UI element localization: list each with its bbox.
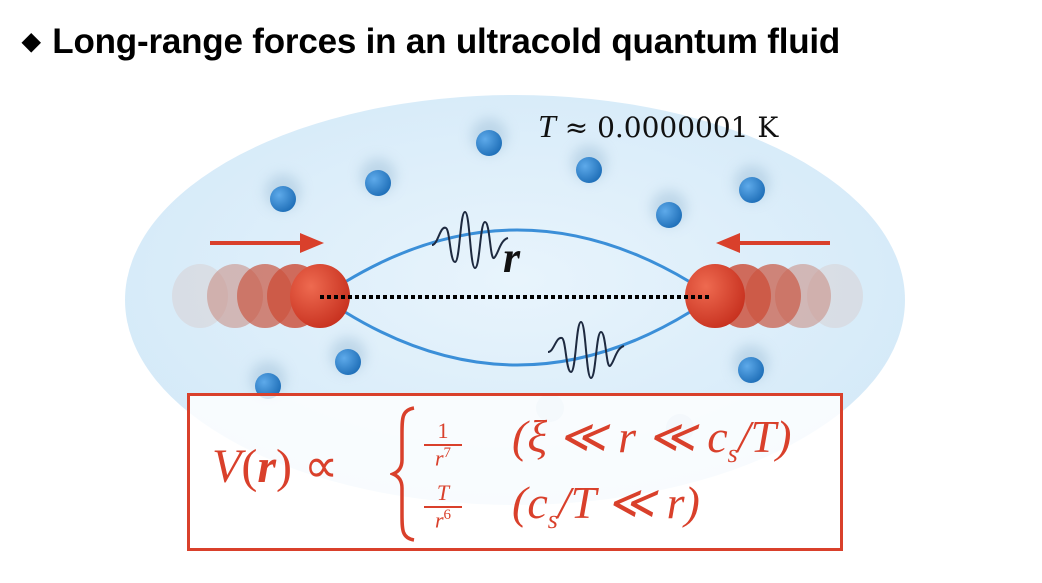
distance-label: r [503,233,521,282]
condition-text: (c [512,477,548,528]
temperature-label: T ≈ 0.0000001 K [538,108,778,145]
denominator: r [434,507,444,533]
arrow-left-icon [716,233,830,253]
exponent: 7 [443,445,452,461]
condition-text: (ξ ≪ r ≪ c [512,411,728,462]
diamond-bullet-icon: ◆ [22,28,41,55]
slide-title-text: Long-range forces in an ultracold quantu… [52,22,841,61]
func-arg: r [257,440,276,493]
func-symbol: V [212,440,242,493]
particle [656,202,682,228]
particle [270,186,296,212]
particle [476,130,502,156]
temperature-unit: K [757,111,779,144]
particle [365,170,391,196]
particle [576,157,602,183]
denominator: r [434,445,444,471]
particle [255,373,281,399]
condition-tail: /T) [737,411,792,462]
condition-subscript: s [727,439,738,469]
numerator: 1 [424,420,462,446]
condition-case-1: (ξ ≪ r ≪ cs/T) [512,411,792,466]
particle [738,357,764,383]
exponent: 6 [443,507,452,523]
case-brace-icon [390,406,415,542]
numerator: T [436,480,450,505]
right-atom [685,264,863,328]
proportional-sign: ∝ [303,440,339,493]
condition-subscript: s [547,505,558,535]
condition-tail: /T ≪ r) [557,477,700,528]
temperature-symbol: T [538,108,556,144]
particle [739,177,765,203]
approx-sign: ≈ [564,111,589,144]
wave-packet-icon [431,210,625,380]
slide-title: ◆ Long-range forces in an ultracold quant… [22,22,840,62]
condition-case-2: (cs/T ≪ r) [512,477,700,532]
particle [335,349,361,375]
fluid-particles [250,118,770,399]
temperature-value: 0.0000001 [597,111,749,144]
formula-lhs: V(r) ∝ [212,440,339,493]
left-atom [172,264,350,328]
phonon-paths [344,228,691,367]
arrow-right-icon [210,233,324,253]
